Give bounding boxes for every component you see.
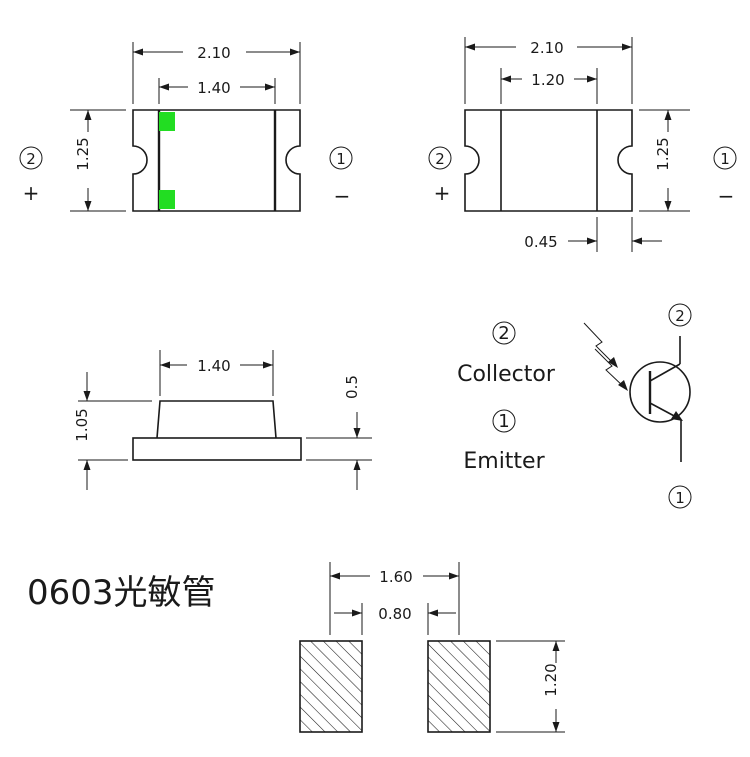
arrow-head — [263, 361, 273, 369]
light-ray-1 — [583, 322, 615, 365]
arrow-head — [160, 361, 170, 369]
arrow-head — [552, 641, 560, 651]
light-ray-2 — [594, 348, 625, 388]
base-outline — [132, 437, 302, 461]
arrow-head — [353, 428, 361, 438]
arrow-head — [352, 609, 362, 617]
arrow-head — [465, 43, 475, 51]
top-view-left: 2.10 1.40 1.25 2 + 1 − — [19, 42, 353, 212]
arrow-head — [330, 572, 340, 580]
arrow-head — [265, 83, 275, 91]
dim-terminal: 0.45 — [524, 233, 557, 251]
arrow-head — [84, 110, 92, 120]
pin-circle — [19, 146, 43, 170]
emitter-label: Emitter — [463, 449, 545, 474]
arrow-head — [449, 572, 459, 580]
pin2-label: 2 — [26, 150, 36, 168]
dim-length: 2.10 — [197, 44, 230, 62]
arrow-head — [552, 722, 560, 732]
dim-length: 2.10 — [530, 39, 563, 57]
arrow-head — [133, 48, 143, 56]
pin-circle — [713, 146, 737, 170]
dim-inner-length: 1.40 — [197, 79, 230, 97]
dim-width: 1.25 — [74, 137, 92, 170]
emitter-arrow — [671, 411, 683, 421]
pin-circle — [428, 146, 452, 170]
symbol-pin-bottom: 1 — [675, 489, 685, 507]
light-arrow-head — [608, 357, 618, 368]
dim-width: 1.25 — [654, 137, 672, 170]
collector-label: Collector — [457, 362, 556, 387]
dim-pad-height: 1.20 — [542, 663, 560, 696]
dim-outer-span: 1.60 — [379, 568, 412, 586]
emitter-pin-number: 1 — [498, 411, 509, 432]
pin-circle — [668, 303, 692, 327]
pin-circle — [668, 485, 692, 509]
pad-footprint: 1.60 0.80 1.20 — [299, 562, 565, 733]
symbol-pin-top: 2 — [675, 307, 685, 325]
arrow-head — [622, 43, 632, 51]
dim-dome-width: 1.40 — [197, 357, 230, 375]
pin-circle — [329, 146, 353, 170]
pin-legend: 2 Collector 1 Emitter — [457, 321, 556, 474]
arrow-head — [501, 75, 511, 83]
arrow-head — [664, 201, 672, 211]
pin2-label: 2 — [435, 150, 445, 168]
dim-base-height: 0.5 — [343, 375, 361, 399]
minus-sign: − — [718, 184, 735, 208]
pin1-label: 1 — [336, 150, 346, 168]
arrow-head — [84, 201, 92, 211]
light-arrow-head — [618, 380, 628, 391]
arrow-head — [587, 75, 597, 83]
pad-right — [427, 640, 491, 733]
pin-circle — [492, 321, 516, 345]
side-view: 1.40 1.05 0.5 — [73, 350, 372, 490]
arrow-head — [587, 237, 597, 245]
green-marker-top — [159, 112, 175, 131]
top-view-right: 2.10 1.20 1.25 0.45 2 + 1 − — [428, 37, 737, 252]
pin-circle — [492, 409, 516, 433]
transistor-body — [629, 361, 691, 423]
pad-left — [299, 640, 363, 733]
package-outline — [132, 109, 301, 212]
arrow-head — [428, 609, 438, 617]
arrow-head — [632, 237, 642, 245]
plus-sign: + — [23, 181, 40, 205]
page-title: 0603光敏管 — [27, 573, 216, 613]
arrow-head — [83, 391, 91, 401]
dim-inner-length: 1.20 — [531, 71, 564, 89]
plus-sign: + — [434, 181, 451, 205]
package-outline — [464, 109, 633, 212]
collector-pin-number: 2 — [498, 323, 509, 344]
phototransistor-icon: 2 1 — [583, 303, 692, 509]
arrow-head — [664, 110, 672, 120]
arrow-head — [159, 83, 169, 91]
arrow-head — [290, 48, 300, 56]
green-marker-bottom — [159, 190, 175, 209]
collector-lead — [649, 363, 681, 382]
dim-height: 1.05 — [73, 408, 91, 441]
minus-sign: − — [334, 184, 351, 208]
arrow-head — [83, 460, 91, 470]
arrow-head — [353, 460, 361, 470]
pin1-label: 1 — [720, 150, 730, 168]
dome-outline — [156, 400, 277, 439]
dim-gap: 0.80 — [378, 605, 411, 623]
